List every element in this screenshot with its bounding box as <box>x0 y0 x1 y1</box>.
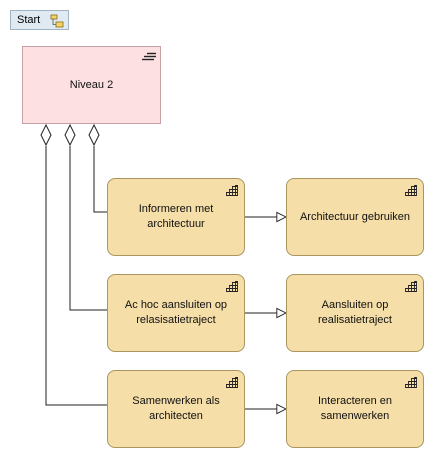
stairs-icon <box>226 377 238 388</box>
composition-link-3 <box>40 123 107 406</box>
start-button[interactable]: Start <box>10 10 69 30</box>
function-node-informeren[interactable]: Informeren met architectuur <box>107 178 245 256</box>
composition-link-2 <box>64 123 107 311</box>
node-label: Ac hoc aansluiten op relasisatietraject <box>124 299 228 326</box>
node-label: Architectuur gebruiken <box>299 210 411 223</box>
function-node-interacteren[interactable]: Interacteren en samenwerken <box>286 370 424 448</box>
stairs-icon <box>226 185 238 196</box>
stairs-icon <box>405 185 417 196</box>
node-label: Interacteren en samenwerken <box>318 395 392 422</box>
function-node-ad-hoc-aansluiten[interactable]: Ac hoc aansluiten op relasisatietraject <box>107 274 245 352</box>
stairs-icon <box>405 377 417 388</box>
group-niveau-2[interactable]: Niveau 2 <box>22 46 161 124</box>
composition-link-1 <box>88 123 107 213</box>
group-label: Niveau 2 <box>69 79 114 91</box>
function-node-architectuur-gebruiken[interactable]: Architectuur gebruiken <box>286 178 424 256</box>
stairs-icon <box>226 281 238 292</box>
stairs-icon <box>405 281 417 292</box>
start-label: Start <box>17 14 41 26</box>
node-label: Aansluiten op realisatietraject <box>318 299 392 326</box>
menu-lines-icon <box>142 52 156 61</box>
folder-tree-icon <box>50 14 64 28</box>
node-label: Informeren met architectuur <box>138 203 214 230</box>
function-node-aansluiten-realisatietraject[interactable]: Aansluiten op realisatietraject <box>286 274 424 352</box>
function-node-samenwerken[interactable]: Samenwerken als architecten <box>107 370 245 448</box>
node-label: Samenwerken als architecten <box>132 395 220 422</box>
